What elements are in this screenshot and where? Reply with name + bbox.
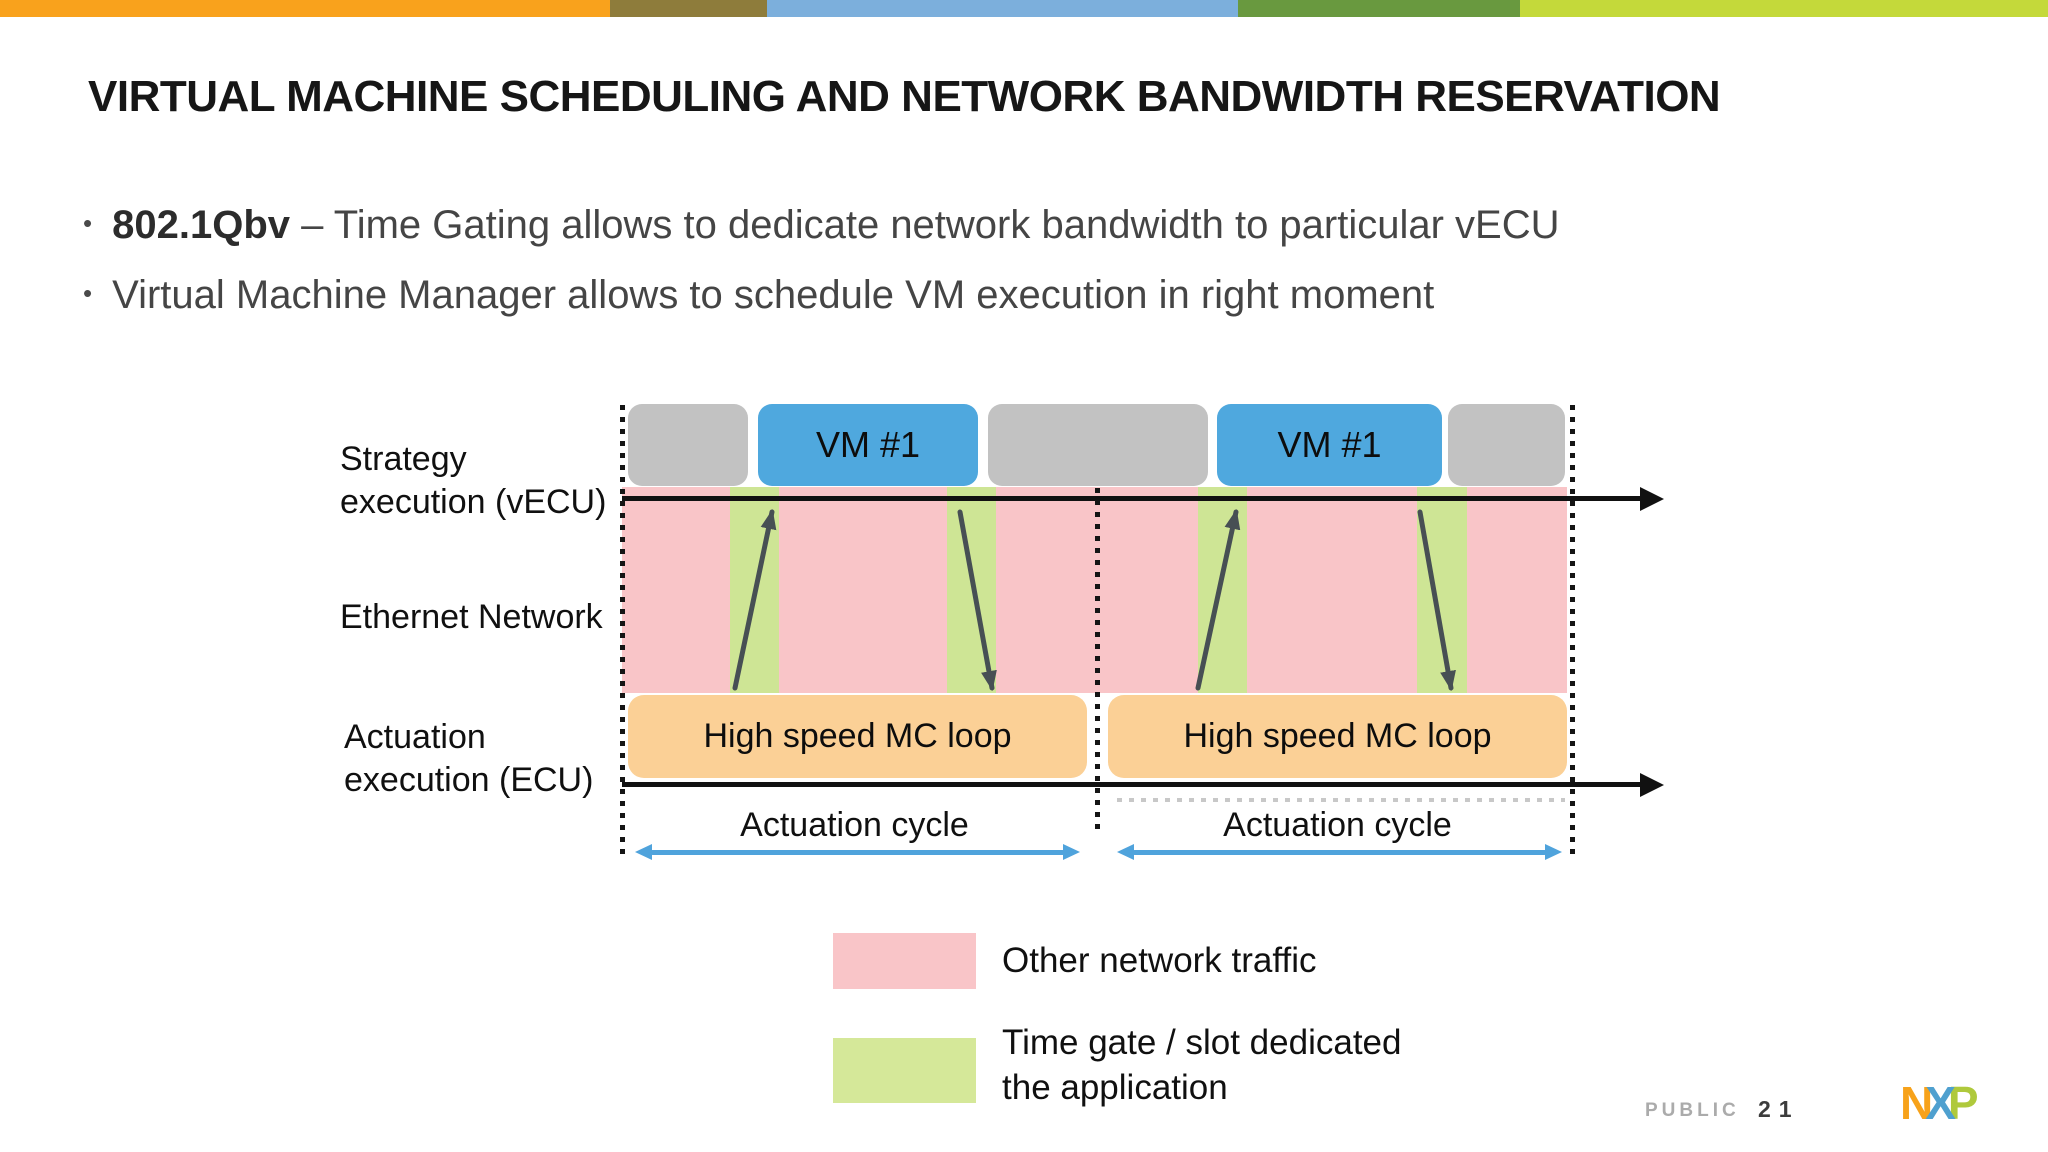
bar-segment-olive [610,0,767,17]
row-label-line: Actuation [344,718,486,756]
bar-segment-orange [0,0,610,17]
bullet-dot: • [83,208,93,238]
mc-loop-label: High speed MC loop [1183,717,1492,755]
row-label-line: execution (vECU) [340,483,607,521]
brand-color-bar [0,0,2048,17]
vm1-box: VM #1 [758,404,978,486]
bar-segment-blue [767,0,1238,17]
network-transfer-arrows [732,509,1456,691]
idle-slot-box [1448,404,1565,486]
vecu-timeline-arrowhead [1640,487,1664,511]
logo-letter-n: N [1900,1077,1933,1129]
legend-swatch-other-traffic [833,933,976,989]
bullet-item: • 802.1Qbv – Time Gating allows to dedica… [83,203,1560,248]
cycle-boundary-dotted-line-right [1570,405,1575,855]
bullet-dot: • [83,278,93,308]
slide-title: VIRTUAL MACHINE SCHEDULING AND NETWORK B… [88,72,1721,121]
ecu-timeline-arrowhead [1640,773,1664,797]
row-label-strategy: Strategy execution (vECU) [340,438,606,524]
legend-swatch-time-gate [833,1038,976,1103]
row-label-line: execution (ECU) [344,761,594,799]
row-label-ethernet: Ethernet Network [340,596,603,639]
actuation-cycle-label: Actuation cycle [740,806,969,844]
row-label-actuation: Actuation execution (ECU) [344,716,593,802]
idle-slot-box [628,404,748,486]
bar-segment-green [1238,0,1520,17]
actuation-cycle-label: Actuation cycle [1223,806,1452,844]
actuation-cycle-span-arrow [1117,844,1562,860]
cycle-boundary-dotted-line-left [620,405,625,855]
vm1-box-label: VM #1 [1277,424,1382,465]
transfer-arrow-up [732,509,777,691]
faint-dotted-line [1117,798,1565,802]
bullet-bold-text: 802.1Qbv [112,203,290,247]
row-label-line: Strategy [340,440,467,478]
logo-letter-x: X [1925,1077,1956,1129]
bullet-text: – Time Gating allows to dedicate network… [290,203,1560,247]
other-network-traffic-band [622,487,1567,693]
cycle-boundary-dotted-line-middle [1095,488,1100,830]
classification-label: PUBLIC [1645,1100,1740,1121]
vecu-timeline [622,496,1642,501]
mc-loop-label: High speed MC loop [703,717,1012,755]
transfer-arrow-down [1417,509,1456,691]
row-label-line: Ethernet Network [340,598,603,636]
actuation-cycle-span-arrow [635,844,1080,860]
mc-loop-box: High speed MC loop [628,695,1087,778]
transfer-arrow-up [1195,509,1241,691]
bar-segment-lime [1520,0,2048,17]
vm1-box-label: VM #1 [815,424,921,465]
vm1-box: VM #1 [1217,404,1442,486]
time-gate-slot [1417,487,1467,693]
page-number: 21 [1758,1096,1800,1122]
ecu-timeline [622,782,1642,787]
legend-label-other-traffic: Other network traffic [1002,941,1317,980]
legend-label-time-gate: Time gate / slot dedicated the applicati… [1002,1023,1402,1107]
logo-letter-p: P [1947,1077,1979,1129]
nxp-logo: NXP [1900,1076,1979,1130]
mc-loop-box: High speed MC loop [1108,695,1567,778]
transfer-arrow-down [957,509,997,691]
idle-slot-box [988,404,1208,486]
bullet-item: • Virtual Machine Manager allows to sched… [83,273,1434,318]
bullet-text: Virtual Machine Manager allows to schedu… [112,273,1435,317]
